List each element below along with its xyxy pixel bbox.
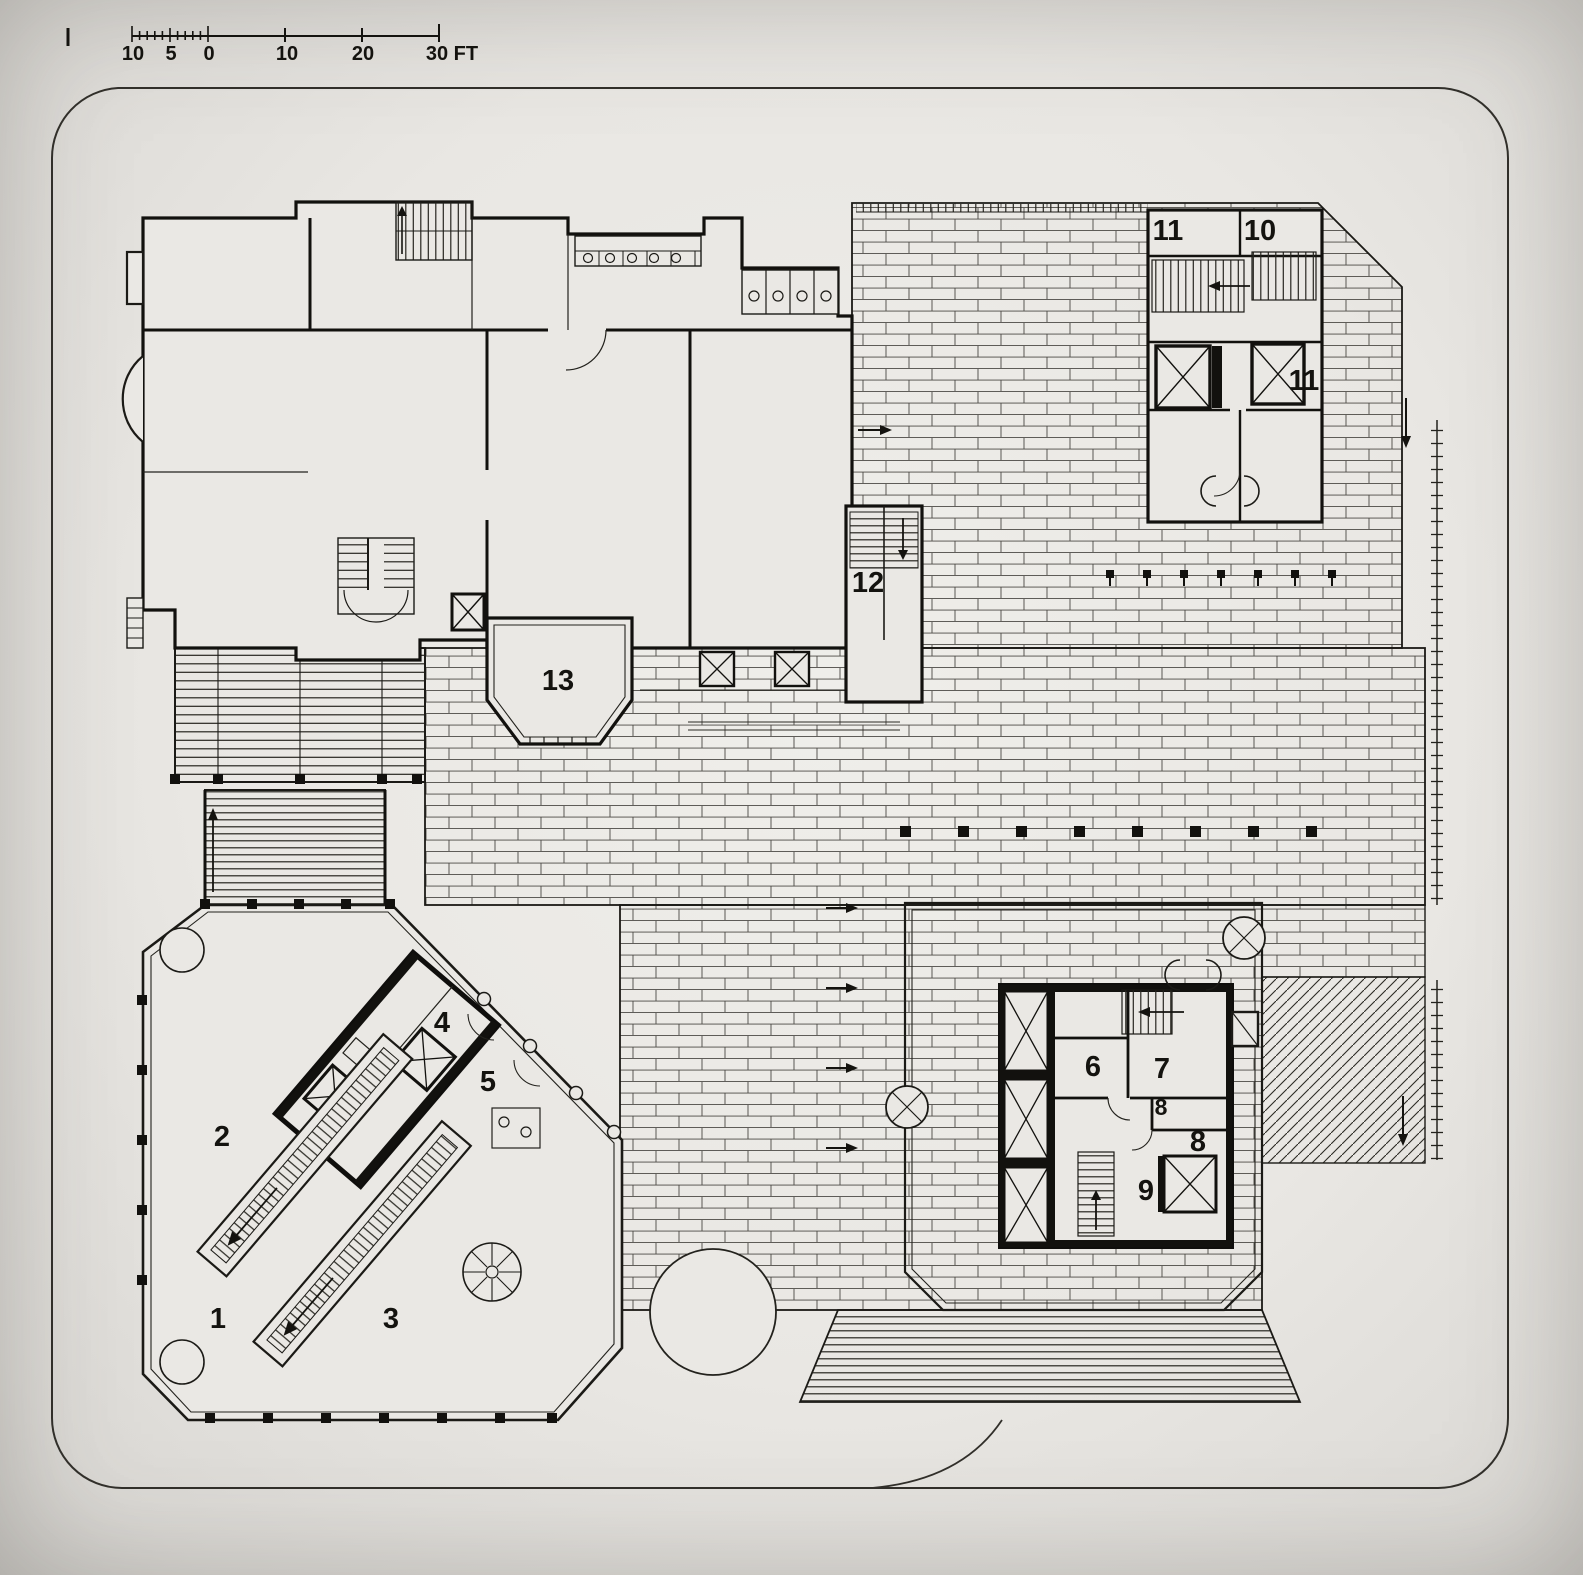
south-steps	[798, 1309, 1302, 1403]
pavilion: 2 4 5 1 3	[137, 899, 624, 1423]
scale-label-5: 5	[165, 43, 176, 65]
scale-label-10R: 10	[276, 43, 298, 65]
floor-box-icon	[698, 650, 736, 688]
elevator-icon	[450, 592, 486, 632]
planter-circle	[649, 1248, 777, 1376]
room-label-3: 3	[383, 1303, 399, 1335]
tower-footprint	[885, 901, 1266, 1312]
site-boundary	[50, 87, 1509, 1489]
elevator-icon	[1154, 344, 1212, 410]
stair-north	[395, 201, 473, 261]
scale-label-0: 0	[203, 43, 214, 65]
floor-box-icon	[773, 650, 811, 688]
bollard-row-mid	[900, 826, 1317, 837]
tower-core: 6 7 8 8 9	[998, 959, 1260, 1249]
terrace-steps	[170, 647, 426, 784]
room-label-4: 4	[434, 1007, 450, 1039]
bay-room-13: 13	[485, 616, 634, 746]
bollard-row-upper	[1106, 570, 1336, 586]
elevator-icon	[1002, 989, 1050, 1073]
room-label-9: 9	[1138, 1175, 1154, 1207]
elevator-icon	[1162, 1154, 1218, 1214]
restroom-fixtures-a	[574, 235, 702, 267]
escalator	[196, 1032, 414, 1278]
spiral-stair-icon	[462, 1242, 522, 1302]
round-column-icon	[885, 1085, 929, 1129]
room-label-1: 1	[210, 1303, 226, 1335]
stair-12-block: 12	[844, 504, 924, 704]
direction-arrows	[826, 398, 1411, 1153]
column-squares	[137, 899, 557, 1423]
scale-label-10L: 10	[122, 43, 144, 65]
stair-u-shaped	[337, 537, 415, 623]
north-core: 11 10 11	[1146, 208, 1324, 524]
room-label-11: 11	[1153, 215, 1184, 247]
room-label-13: 13	[542, 665, 574, 697]
existing-building	[121, 200, 900, 731]
room-label-7: 7	[1154, 1053, 1170, 1085]
grand-stair	[203, 789, 387, 906]
room-label-5: 5	[480, 1066, 496, 1098]
escalator	[252, 1119, 473, 1368]
room-label-11b: 11	[1289, 365, 1320, 397]
room-label-10: 10	[1244, 215, 1276, 247]
scale-label-30ft: 30 FT	[426, 43, 478, 65]
room-label-6: 6	[1085, 1051, 1101, 1083]
colonnade-fence-east	[1431, 420, 1443, 1160]
room-label-2: 2	[214, 1121, 230, 1153]
scale-label-20: 20	[352, 43, 374, 65]
elevator-icon	[391, 1026, 458, 1093]
room-label-12: 12	[852, 567, 884, 599]
elevator-icon	[1250, 342, 1306, 406]
scale-bar: 10 5 0 10 20 30 FT	[122, 24, 478, 65]
side-steps-west	[126, 597, 144, 649]
elevator-icon	[1002, 1165, 1050, 1245]
elevator-icon	[1002, 1077, 1050, 1161]
restroom-fixtures-b	[741, 269, 839, 315]
room-label-8a: 8	[1155, 1094, 1168, 1120]
room-label-8b: 8	[1190, 1126, 1206, 1158]
round-column-icon	[1222, 916, 1266, 960]
